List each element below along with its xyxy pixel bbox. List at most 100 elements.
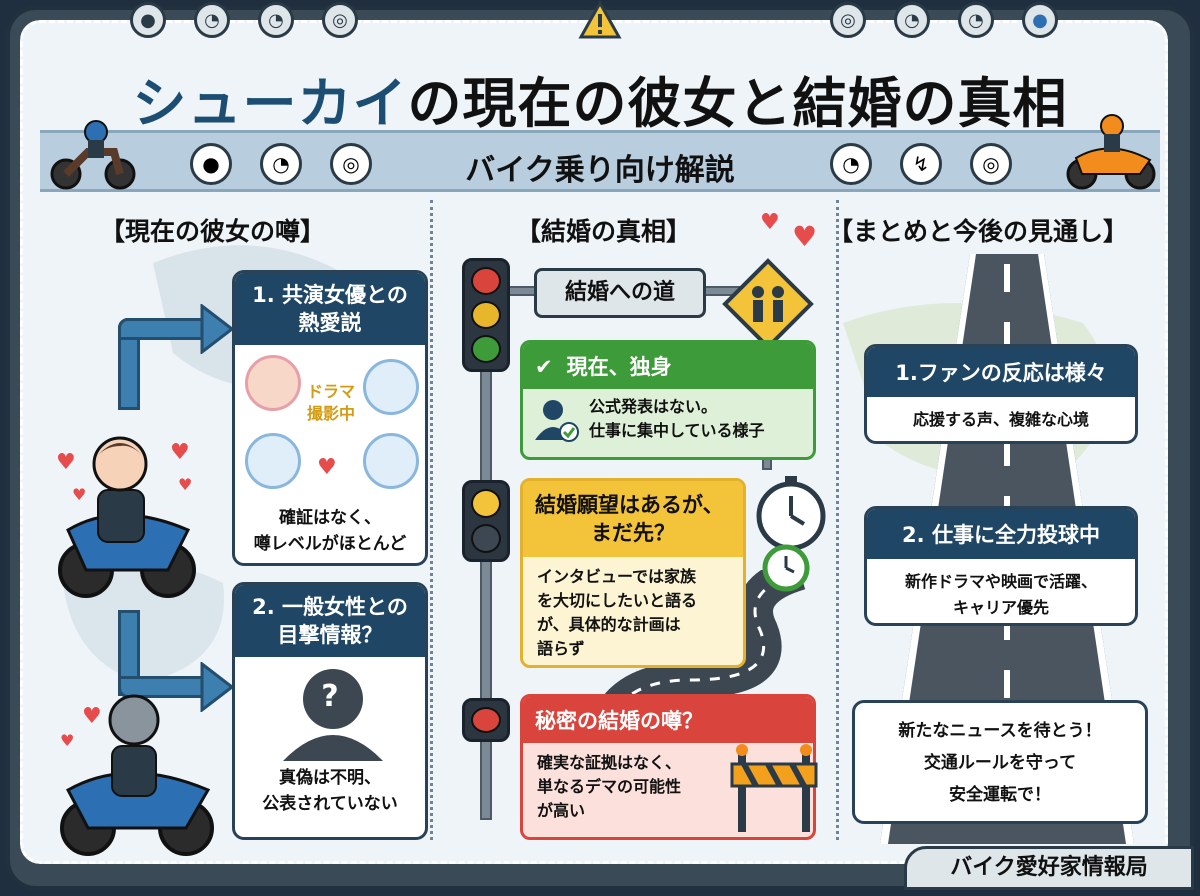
- heart-icon: ♥: [792, 220, 818, 253]
- left-column-heading: 【現在の彼女の噂】: [100, 217, 326, 246]
- heart-icon: ♥: [760, 210, 780, 235]
- secret-card-body-line: 単なるデマの可能性: [537, 777, 682, 796]
- heart-icon: ♥: [72, 485, 87, 504]
- route-icon: ↯: [900, 143, 942, 185]
- arrow-head: [200, 302, 235, 358]
- status-card-body-line: 公式発表はない。: [589, 397, 718, 416]
- traffic-light-green: [462, 258, 510, 372]
- wish-card-body-line: を大切にしたいと語る: [537, 591, 698, 610]
- helmet-icon: ●: [1022, 2, 1058, 38]
- actress-avatar: [363, 359, 419, 415]
- career-focus-body-line: 新作ドラマや映画で活躍、: [904, 572, 1097, 591]
- closing-message-line: 安全運転で！: [949, 785, 1051, 805]
- fan-reaction-title: 1.ファンの反応は様々: [867, 347, 1135, 397]
- lamp-off: [471, 524, 501, 553]
- secret-card-body: 確実な証拠はなく、 単なるデマの可能性 が高い: [523, 743, 723, 831]
- page-title: シューカイの現在の彼女と結婚の真相: [133, 59, 1068, 138]
- rumor-card-body-line: 確証はなく、: [279, 508, 381, 528]
- warning-icon: [578, 0, 622, 44]
- actress-avatar: [245, 355, 301, 411]
- actress-avatar: [245, 433, 301, 489]
- drama-filming-badge: ドラマ 撮影中: [299, 381, 363, 425]
- career-focus-title: 2. 仕事に全力投球中: [867, 509, 1135, 559]
- rumor-card-costar: 1. 共演女優との 熱愛説 ドラマ 撮影中 ♥ 確証はなく、 噂レベルがほとんど: [232, 270, 428, 566]
- lamp-green: [471, 335, 501, 363]
- actress-faces: ドラマ 撮影中 ♥: [235, 345, 425, 505]
- helmet-icon: ●: [190, 143, 232, 185]
- drama-badge-line: ドラマ: [306, 382, 355, 401]
- speedometer-icon: ◔: [830, 143, 872, 185]
- check-icon: ✔: [535, 355, 553, 379]
- career-focus-body-line: キャリア優先: [952, 598, 1049, 617]
- summary-fan-reaction: 1.ファンの反応は様々 応援する声、複雑な心境: [864, 344, 1138, 444]
- winding-road: [570, 554, 820, 728]
- top-right-icons: ◎ ◔ ◔ ●: [830, 2, 1058, 42]
- middle-column-heading: 【結婚の真相】: [516, 217, 692, 246]
- wish-card-body-line: が、具体的な計画は: [537, 615, 681, 634]
- signal-pole: [480, 360, 492, 820]
- closing-message-body: 新たなニュースを待とう！ 交通ルールを守って 安全運転で！: [855, 715, 1145, 811]
- sighting-card-body-line: 公表されていない: [262, 794, 398, 814]
- status-card-content: 公式発表はない。 仕事に集中している様子: [523, 389, 813, 449]
- speedometer-icon: ◔: [194, 2, 230, 38]
- sighting-card-title-line: 目撃情報？: [277, 623, 383, 647]
- speedometer-icon: ◔: [258, 2, 294, 38]
- status-card-body-line: 仕事に集中している様子: [589, 421, 765, 440]
- column-divider: [836, 200, 839, 840]
- status-card-title: 現在、独身: [566, 355, 672, 379]
- closing-message-line: 交通ルールを守って: [923, 753, 1077, 773]
- career-focus-body: 新作ドラマや映画で活躍、 キャリア優先: [867, 559, 1135, 623]
- wish-card-body: インタビューでは家族 を大切にしたいと語る が、具体的な計画は 語らず: [523, 557, 743, 665]
- lamp-red: [471, 267, 501, 295]
- wish-card-body-line: インタビューでは家族: [537, 567, 697, 586]
- actress-avatar: [363, 433, 419, 489]
- heart-icon: ♥: [60, 731, 75, 750]
- tire-icon: ◎: [322, 2, 358, 38]
- wish-card-body-line: 語らず: [537, 639, 585, 658]
- title-accent: シューカイ: [132, 71, 408, 135]
- rumor-card-title-line: 1. 共演女優との: [252, 283, 408, 307]
- rumor-card-title: 1. 共演女優との 熱愛説: [235, 273, 425, 345]
- tire-icon: ◎: [830, 2, 866, 38]
- fan-reaction-body: 応援する声、複雑な心境: [912, 410, 1089, 429]
- drama-badge-line: 撮影中: [306, 404, 355, 423]
- heart-icon: ♥: [82, 704, 102, 729]
- mystery-person-icon: ?: [235, 657, 425, 765]
- heart-icon: ♥: [170, 440, 190, 465]
- helmet-rider-illustration: [48, 690, 218, 864]
- lamp-yellow: [471, 301, 501, 329]
- arrow-up-right-shaft: [118, 318, 208, 340]
- arrow-head: [200, 660, 235, 716]
- heart-icon: ♥: [56, 450, 76, 475]
- secret-card-body-line: 確実な証拠はなく、: [537, 753, 682, 772]
- motorcycle-icon: [44, 112, 140, 196]
- tire-icon: ◎: [970, 143, 1012, 185]
- rider-illustration: [48, 420, 198, 604]
- wish-card-header: 結婚願望はあるが、 まだ先？: [523, 481, 743, 557]
- rumor-card-body: 確証はなく、 噂レベルがほとんど: [235, 505, 425, 557]
- sighting-card-body-line: 真偽は不明、: [279, 768, 381, 788]
- column-divider: [430, 200, 433, 840]
- secret-card-body-line: が高い: [537, 801, 586, 820]
- sighting-card-title: 2. 一般女性との 目撃情報？: [235, 585, 425, 657]
- sighting-card-body: 真偽は不明、 公表されていない: [235, 765, 425, 817]
- title-area: シューカイの現在の彼女と結婚の真相: [56, 54, 1144, 142]
- person-check-icon: [533, 396, 579, 442]
- closing-message: 新たなニュースを待とう！ 交通ルールを守って 安全運転で！: [852, 700, 1148, 824]
- page-subtitle: バイク乗り向け解説: [465, 153, 735, 188]
- status-card-wish: 結婚願望はあるが、 まだ先？ インタビューでは家族 を大切にしたいと語る が、具…: [520, 478, 746, 668]
- wish-card-title-line: 結婚願望はあるが、: [535, 493, 724, 517]
- status-card-body: 公式発表はない。 仕事に集中している様子: [589, 395, 765, 443]
- status-card-header: ✔ 現在、独身: [523, 343, 813, 389]
- sighting-card-title-line: 2. 一般女性との: [252, 595, 408, 619]
- speedometer-icon: ◔: [260, 143, 302, 185]
- rumor-card-sighting: 2. 一般女性との 目撃情報？ ? 真偽は不明、 公表されていない: [232, 582, 428, 840]
- heart-icon: ♥: [178, 475, 193, 494]
- status-card-single: ✔ 現在、独身 公式発表はない。 仕事に集中している様子: [520, 340, 816, 460]
- helmet-icon: ●: [130, 2, 166, 38]
- clock-icon: [760, 540, 812, 596]
- subtitle-bar: バイク乗り向け解説 ● ◔ ◎ ◔ ↯ ◎: [40, 130, 1160, 192]
- heart-icon: ♥: [317, 455, 337, 480]
- motorcycle-icon: [1060, 108, 1160, 196]
- wish-card-title-line: まだ先？: [591, 521, 675, 545]
